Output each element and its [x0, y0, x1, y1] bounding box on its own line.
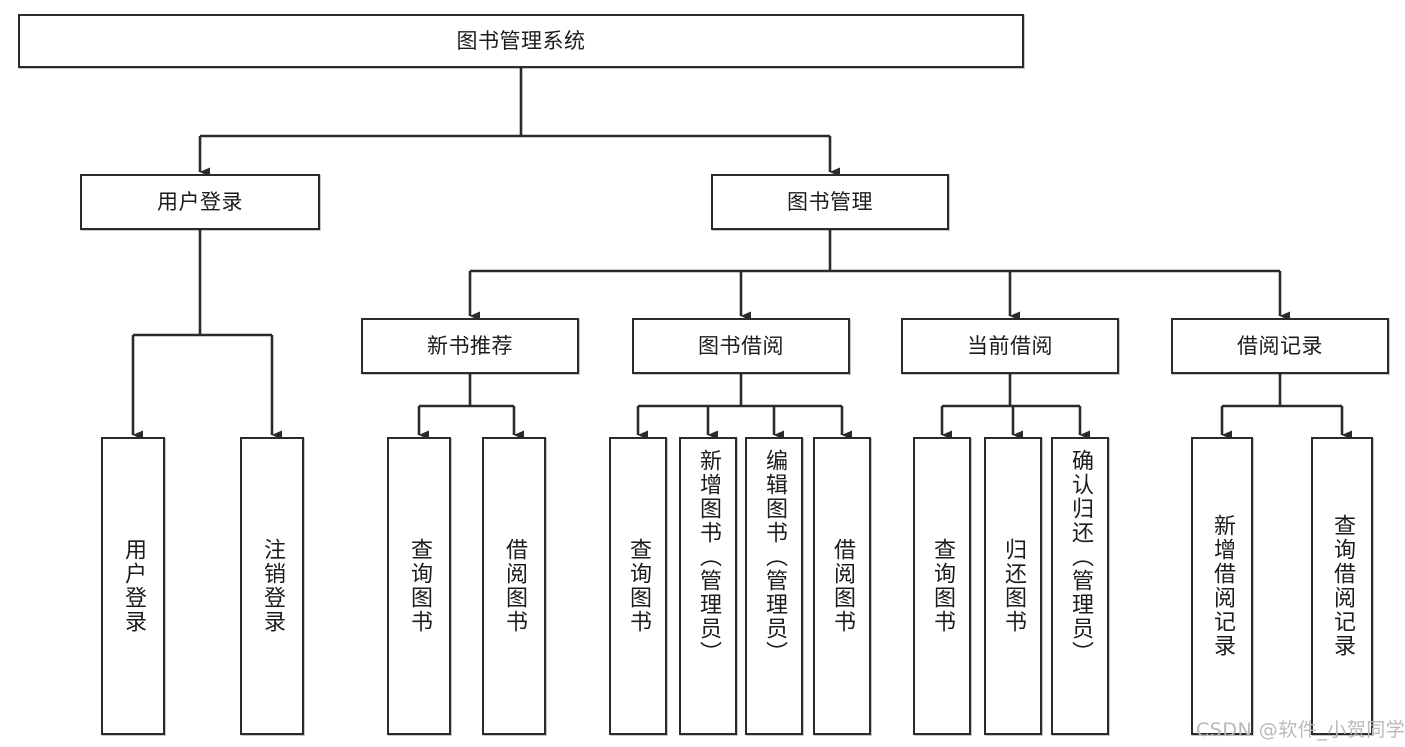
node-new-book-recommend[interactable]: 新书推荐: [361, 318, 579, 374]
node-leaf-borrow-book-2-label: 借阅图书: [830, 538, 855, 634]
node-root-label: 图书管理系统: [456, 28, 586, 53]
node-leaf-borrow-book-1-label: 借阅图书: [502, 538, 527, 634]
node-user-login[interactable]: 用户登录: [80, 174, 320, 230]
node-leaf-add-borrow-record-label: 新增借阅记录: [1210, 514, 1235, 658]
node-leaf-return-book[interactable]: 归还图书: [984, 437, 1042, 735]
node-leaf-add-book-admin[interactable]: 新增图书（管理员）: [679, 437, 737, 735]
node-leaf-user-login-label: 用户登录: [121, 538, 146, 634]
node-leaf-query-book-3-label: 查询图书: [930, 538, 955, 634]
node-leaf-return-book-label: 归还图书: [1001, 538, 1026, 634]
node-book-manage[interactable]: 图书管理: [711, 174, 949, 230]
node-leaf-confirm-return-admin-label: 确认归还（管理员）: [1068, 449, 1093, 665]
node-leaf-edit-book-admin-label: 编辑图书（管理员）: [762, 449, 787, 665]
node-current-borrow[interactable]: 当前借阅: [901, 318, 1119, 374]
node-leaf-query-book-1[interactable]: 查询图书: [387, 437, 451, 735]
node-book-borrow[interactable]: 图书借阅: [632, 318, 850, 374]
node-leaf-query-book-2-label: 查询图书: [626, 538, 651, 634]
node-user-login-label: 用户登录: [157, 189, 243, 214]
node-borrow-record-label: 借阅记录: [1237, 333, 1323, 358]
node-leaf-borrow-book-1[interactable]: 借阅图书: [482, 437, 546, 735]
node-leaf-edit-book-admin[interactable]: 编辑图书（管理员）: [745, 437, 803, 735]
node-leaf-query-book-1-label: 查询图书: [407, 538, 432, 634]
node-leaf-confirm-return-admin[interactable]: 确认归还（管理员）: [1051, 437, 1109, 735]
node-leaf-query-borrow-record-label: 查询借阅记录: [1330, 514, 1355, 658]
node-leaf-add-borrow-record[interactable]: 新增借阅记录: [1191, 437, 1253, 735]
node-leaf-user-login[interactable]: 用户登录: [101, 437, 165, 735]
node-root[interactable]: 图书管理系统: [18, 14, 1024, 68]
node-new-book-recommend-label: 新书推荐: [427, 333, 513, 358]
node-leaf-borrow-book-2[interactable]: 借阅图书: [813, 437, 871, 735]
node-leaf-query-borrow-record[interactable]: 查询借阅记录: [1311, 437, 1373, 735]
node-book-manage-label: 图书管理: [787, 189, 873, 214]
node-book-borrow-label: 图书借阅: [698, 333, 784, 358]
node-leaf-logout-login-label: 注销登录: [260, 538, 285, 634]
node-leaf-add-book-admin-label: 新增图书（管理员）: [696, 449, 721, 665]
node-leaf-query-book-2[interactable]: 查询图书: [609, 437, 667, 735]
node-borrow-record[interactable]: 借阅记录: [1171, 318, 1389, 374]
csdn-watermark: CSDN @软件_小贺同学: [1196, 719, 1405, 741]
node-leaf-logout-login[interactable]: 注销登录: [240, 437, 304, 735]
node-leaf-query-book-3[interactable]: 查询图书: [913, 437, 971, 735]
node-current-borrow-label: 当前借阅: [967, 333, 1053, 358]
